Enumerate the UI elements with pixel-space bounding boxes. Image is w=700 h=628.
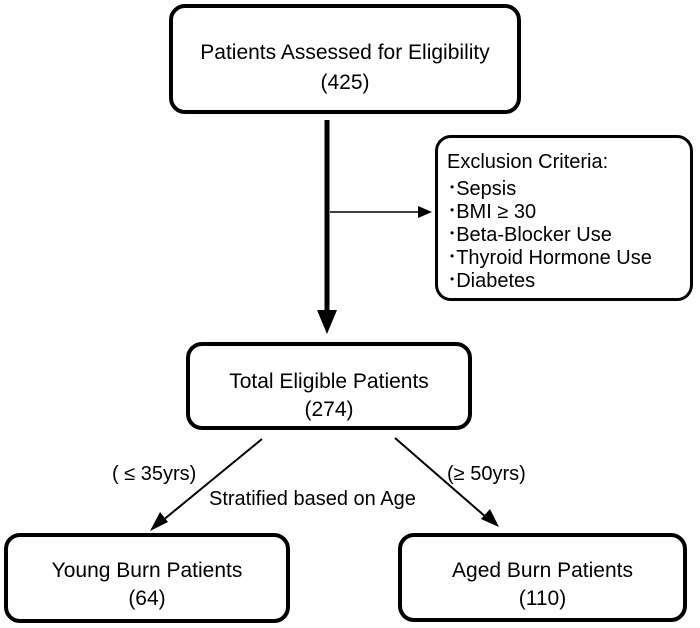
exclusion-branch-arrowhead <box>418 206 432 218</box>
young-box: Young Burn Patients (64) <box>4 533 290 623</box>
bullet-icon: • <box>450 249 455 263</box>
exclusion-item: •Diabetes <box>450 270 536 292</box>
young-count: (64) <box>128 587 166 610</box>
exclusion-item: •Sepsis <box>450 178 517 200</box>
bullet-icon: • <box>450 272 455 286</box>
eligible-box: Total Eligible Patients (274) <box>186 342 472 430</box>
exclusion-item: •Thyroid Hormone Use <box>450 247 652 269</box>
aged-count: (110) <box>518 587 567 610</box>
eligible-title: Total Eligible Patients <box>229 370 429 393</box>
exclusion-title: Exclusion Criteria: <box>447 151 609 173</box>
aged-branch-line <box>394 437 488 519</box>
bullet-icon: • <box>450 203 455 217</box>
assessed-title: Patients Assessed for Eligibility <box>200 41 490 64</box>
stratified-label: Stratified based on Age <box>209 488 416 510</box>
assessed-count: (425) <box>320 71 370 94</box>
exclusion-item: •BMI ≥ 30 <box>450 201 537 223</box>
bullet-icon: • <box>450 180 455 194</box>
exclusion-box: Exclusion Criteria: •Sepsis •BMI ≥ 30 •B… <box>435 135 693 301</box>
main-flow-arrowhead <box>317 310 337 334</box>
young-branch-arrowhead <box>150 512 168 531</box>
bullet-icon: • <box>450 226 455 240</box>
aged-box: Aged Burn Patients (110) <box>398 533 687 622</box>
young-age-label: ( ≤ 35yrs) <box>112 463 197 485</box>
aged-age-label: (≥ 50yrs) <box>447 463 526 485</box>
assessed-box: Patients Assessed for Eligibility (425) <box>169 4 521 114</box>
young-branch-line <box>161 438 263 522</box>
aged-title: Aged Burn Patients <box>452 559 633 582</box>
eligible-count: (274) <box>304 398 354 421</box>
exclusion-item: •Beta-Blocker Use <box>450 224 612 246</box>
young-title: Young Burn Patients <box>51 559 243 582</box>
aged-branch-arrowhead <box>481 509 499 527</box>
